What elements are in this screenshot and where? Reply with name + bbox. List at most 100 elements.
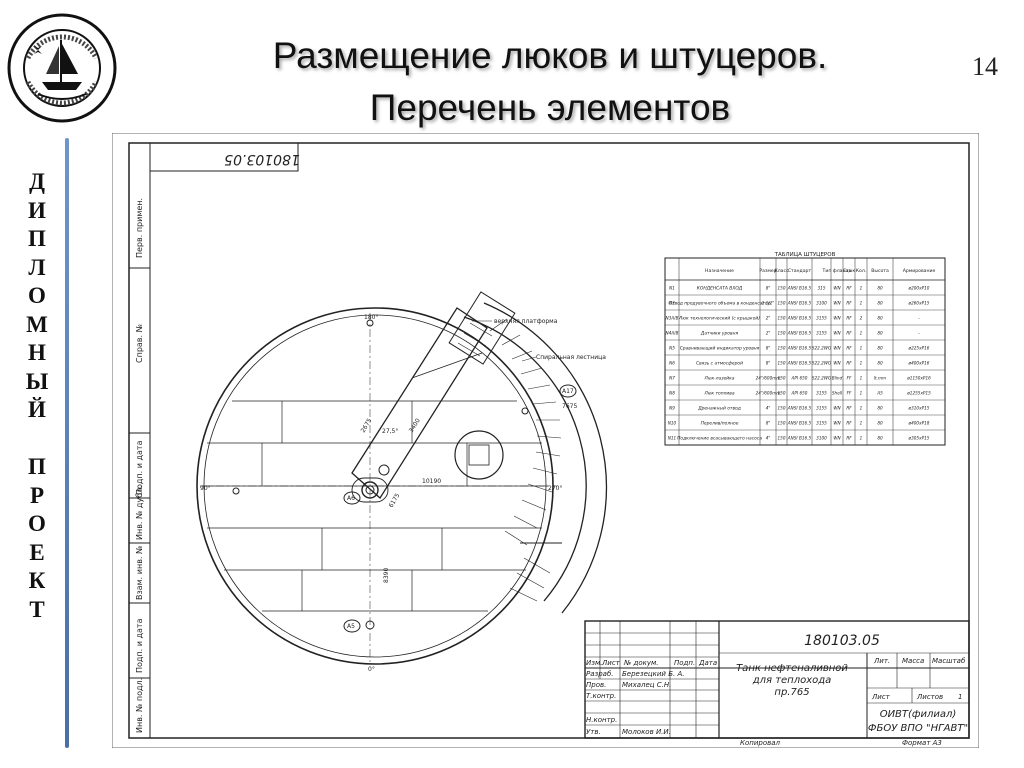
nozzle-table-cell: Перелив/полное: [701, 421, 739, 427]
caption-letter: Е: [29, 539, 45, 565]
nozzle-table-cell: 150: [778, 286, 786, 291]
nozzle-table-cell: 80: [877, 436, 883, 441]
nozzle-table-cell: Shell: [832, 391, 843, 396]
nozzle-table-cell: N1: [669, 286, 675, 291]
nozzle-table-cell: WN: [833, 421, 841, 426]
nozzle-table-cell: ø260xP15: [908, 301, 930, 306]
caption-letter: П: [28, 226, 46, 251]
nozzle-table-cell: N11: [668, 436, 677, 441]
vertical-accent-bar: [65, 138, 69, 748]
nozzle-table-cell: Люк технологический (с крышкой): [678, 316, 760, 322]
nozzle-table-cell: N9: [669, 406, 675, 411]
nozzle-table-cell: 150: [778, 301, 786, 306]
caption-letter: Л: [28, 254, 46, 280]
nozzle-table-cell: API 650: [791, 391, 808, 396]
angle-label-bottom: 0°: [368, 666, 375, 673]
nozzle-table-cell: RF: [846, 421, 852, 426]
callout-a5: А5: [347, 623, 355, 630]
nozzle-table-header: Размер: [759, 268, 776, 274]
utv-name: Молоков И.И.: [622, 728, 671, 736]
nozzle-table-cell: 80: [877, 301, 883, 306]
nozzle-table-cell: ø200xP10: [908, 286, 930, 291]
listov-value: 1: [958, 693, 962, 701]
nozzle-table-cell: N8: [669, 391, 675, 396]
nozzle-table-cell: ANSI B16.5: [787, 346, 812, 351]
nozzle-table-cell: WN: [833, 286, 841, 291]
strip-label-inv-dubl: Инв. № дубл.: [135, 485, 144, 540]
nozzle-table-cell: 1: [860, 376, 863, 381]
nozzle-table-cell: N3A/B: [666, 316, 679, 321]
nozzle-table-header: Армирование: [903, 268, 936, 274]
platform-label: верхняя платформа: [494, 318, 558, 325]
caption-gap: [22, 425, 52, 454]
nozzle-table-cell: WN: [833, 301, 841, 306]
nozzle-table-cell: 3155: [816, 331, 827, 336]
caption-letter: Д: [29, 169, 45, 194]
nozzle-table-cell: S22.2WG: [812, 346, 832, 351]
nozzle-table-cell: WN: [833, 436, 841, 441]
nozzle-table-cell: 3155: [816, 316, 827, 321]
strip-label-podp-data-2: Подп. и дата: [135, 618, 144, 673]
nozzle-table-cell: ANSI B16.5: [787, 331, 812, 336]
nozzle-table-cell: FF: [847, 391, 852, 396]
page-number: 14: [972, 52, 998, 81]
nozzle-table-cell: Отвод продувочного объема в конденсатор: [668, 301, 770, 307]
nozzle-table-cell: ø1150xP16: [906, 376, 931, 381]
caption-letter: М: [26, 311, 48, 337]
nozzle-table-cell: 24"/600mm: [756, 391, 781, 396]
nozzle-table-title: ТАБЛИЦА ШТУЦЕРОВ: [774, 252, 836, 258]
nozzle-table-cell: 1: [860, 331, 863, 336]
nozzle-table-cell: RF: [846, 301, 852, 306]
strip-label-podp-data-1: Подп. и дата: [135, 440, 144, 495]
nozzle-table-cell: 1: [860, 406, 863, 411]
title-block-name-2: для теплохода: [752, 675, 832, 686]
nozzle-table-cell: 1: [860, 391, 863, 396]
caption-letter: О: [28, 283, 46, 308]
nozzle-table-cell: 24"/600mm: [756, 376, 781, 381]
nozzle-table-cell: N4A/B: [666, 331, 679, 336]
nozzle-table-cell: Люк-лазейка: [704, 376, 735, 382]
nozzle-table-cell: 8": [766, 286, 771, 291]
nozzle-table-header: Стык: [843, 268, 856, 274]
nozzle-table-header: Стандарт: [788, 268, 812, 274]
nozzle-table-cell: FF: [847, 376, 852, 381]
org-line-1: ОИВТ(филиал): [880, 709, 957, 720]
angle-label-top: 180°: [364, 314, 378, 321]
prov-label: Пров.: [586, 681, 606, 689]
nozzle-table-cell: 150: [778, 376, 786, 381]
strip-label-perv-primen: Перв. примен.: [135, 198, 144, 258]
format: Формат А3: [902, 739, 942, 747]
razrab-name: Березецкий Б. А.: [622, 670, 684, 678]
dim-7675: 7675: [562, 403, 577, 410]
nozzle-table-cell: 1: [860, 436, 863, 441]
nozzle-table-cell: 3100: [816, 436, 827, 441]
nozzle-table-cell: 80: [877, 331, 883, 336]
list-label: Лист: [871, 693, 891, 701]
nozzle-table-cell: 1: [860, 361, 863, 366]
nozzle-table-cell: 150: [778, 331, 786, 336]
nozzle-table-cell: 80: [877, 406, 883, 411]
nozzle-table-cell: ANSI B16.5: [787, 316, 812, 321]
nozzle-table-cell: ø305xP15: [908, 436, 930, 441]
caption-letter: П: [28, 454, 46, 479]
nozzle-table-cell: RF: [846, 436, 852, 441]
nozzle-table-cell: N7: [669, 376, 675, 381]
nozzle-table-cell: ANSI B16.5: [787, 301, 812, 306]
nozzle-table-cell: 8": [766, 421, 771, 426]
title-block-name-3: пр.765: [774, 687, 809, 698]
listov-label: Листов: [916, 693, 943, 701]
nozzle-table-header: Назначение: [705, 268, 734, 274]
nozzle-table-cell: WN: [833, 346, 841, 351]
nozzle-table-cell: 80: [877, 361, 883, 366]
nozzle-table-cell: WN: [833, 361, 841, 366]
lit-label: Лит.: [873, 657, 890, 665]
strip-label-vzam-inv: Взам. инв. №: [135, 545, 144, 600]
nozzle-table-cell: 1: [860, 301, 863, 306]
nozzle-table-header: Кол.: [856, 268, 866, 274]
nozzle-table-cell: 1: [860, 346, 863, 351]
nozzle-table-cell: ø400xP16: [908, 361, 930, 366]
nozzle-table-cell: ø1255xP15: [906, 391, 931, 396]
nozzle-table-cell: –: [918, 331, 920, 336]
nozzle-table-cell: 3155: [816, 421, 827, 426]
col-podp: Подп.: [674, 659, 695, 667]
